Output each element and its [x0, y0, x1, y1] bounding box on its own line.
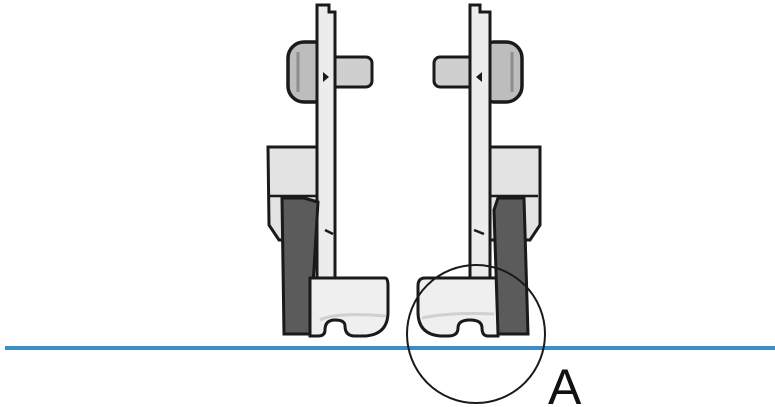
- left-foot-stem: [315, 3, 337, 280]
- right-foot-stem: [468, 3, 492, 280]
- right-foot-shank: [492, 196, 530, 336]
- right-foot-sole: [416, 276, 500, 338]
- callout-label-a: A: [548, 359, 582, 407]
- right-presser-foot: [416, 3, 542, 338]
- detail-circle-a: [406, 264, 546, 404]
- left-stem-arrow: [323, 72, 329, 82]
- left-presser-foot: [266, 3, 390, 338]
- right-stem-arrow: [476, 72, 482, 82]
- left-foot-sole: [308, 276, 390, 338]
